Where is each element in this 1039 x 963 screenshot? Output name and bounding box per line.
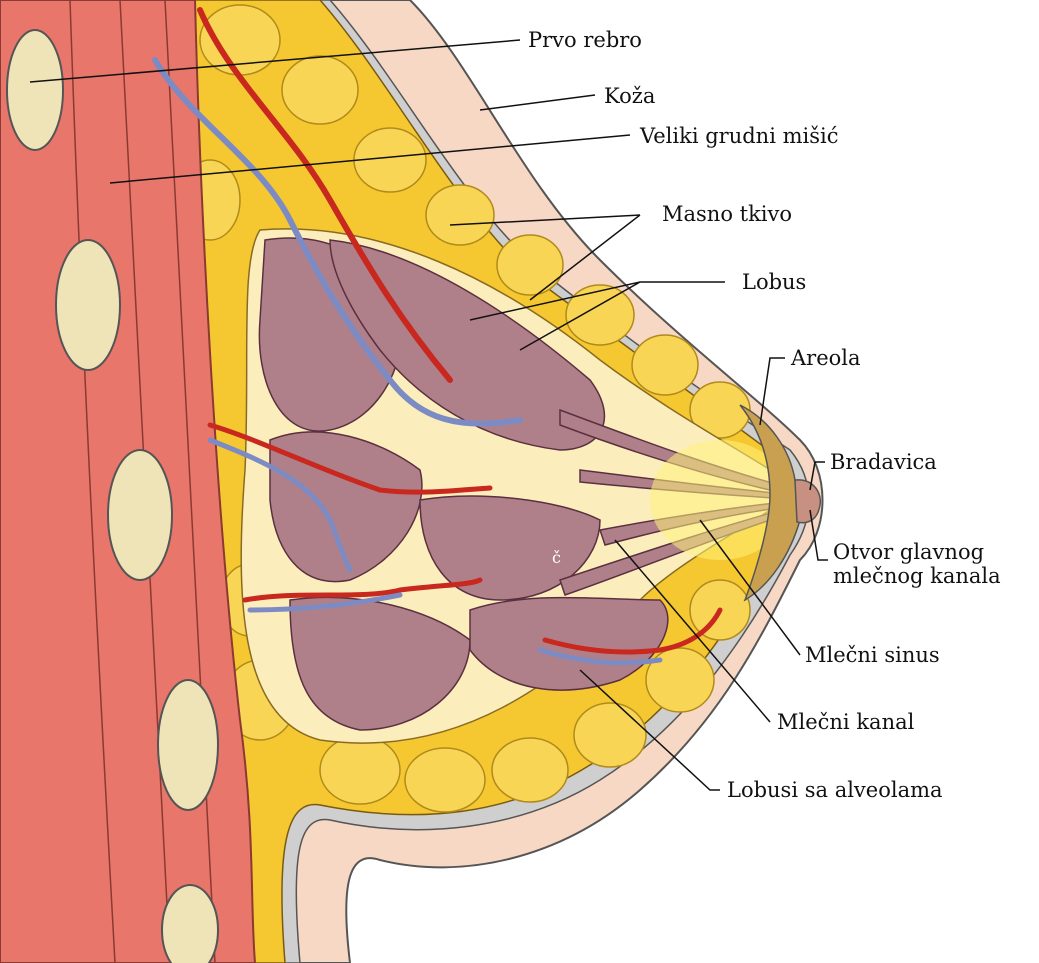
rib-5 bbox=[162, 885, 218, 963]
rib-4 bbox=[158, 680, 218, 810]
label-mlecni-kanal: Mlečni kanal bbox=[777, 710, 914, 734]
marker-c: č bbox=[552, 548, 561, 567]
label-otvor-glavnog-mlecnog-kanala: Otvor glavnog mlečnog kanala bbox=[833, 540, 1001, 588]
label-masno-tkivo: Masno tkivo bbox=[662, 202, 792, 226]
label-veliki-grudni-misic: Veliki grudni mišić bbox=[640, 124, 838, 148]
label-lobusi-sa-alveolama: Lobusi sa alveolama bbox=[727, 778, 943, 802]
label-prvo-rebro: Prvo rebro bbox=[528, 28, 642, 52]
rib-1 bbox=[7, 30, 63, 150]
rib-3 bbox=[108, 450, 172, 580]
label-areola: Areola bbox=[791, 346, 861, 370]
label-mlecni-sinus: Mlečni sinus bbox=[805, 643, 940, 667]
leader-koza bbox=[480, 95, 595, 110]
label-bradavica: Bradavica bbox=[830, 450, 937, 474]
label-lobus: Lobus bbox=[742, 270, 806, 294]
label-koza: Koža bbox=[604, 84, 655, 108]
rib-2 bbox=[56, 240, 120, 370]
label-otvor-line2: mlečnog kanala bbox=[833, 564, 1001, 588]
label-otvor-line1: Otvor glavnog bbox=[833, 540, 1001, 564]
